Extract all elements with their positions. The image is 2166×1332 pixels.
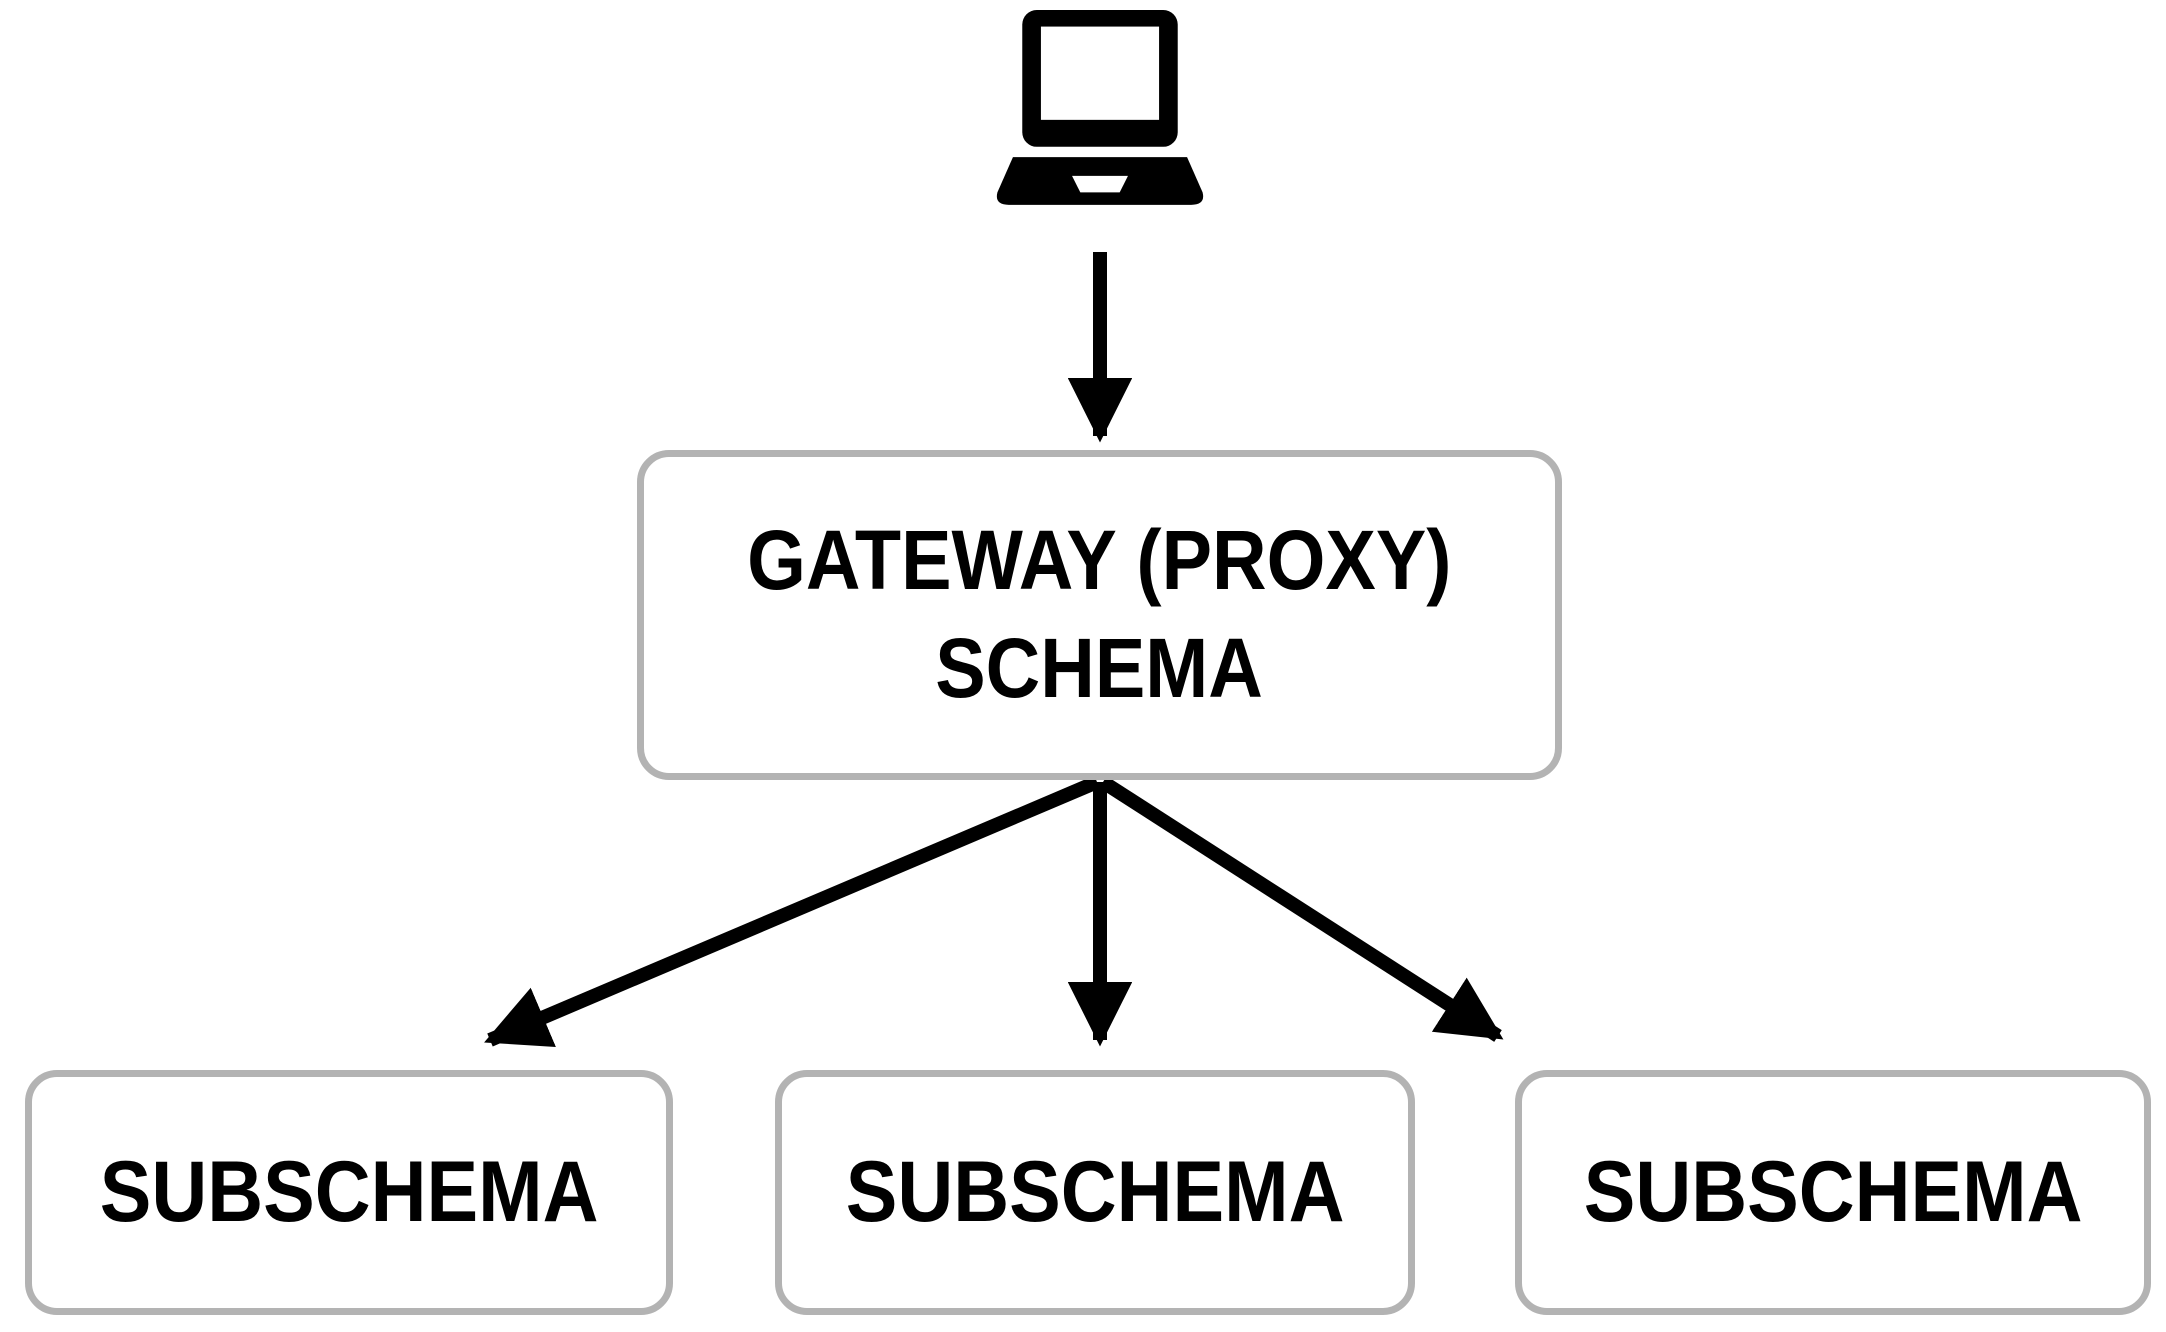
gateway-schema-node: GATEWAY (PROXY) SCHEMA xyxy=(637,450,1562,780)
laptop-screen xyxy=(1040,26,1160,120)
subschema-3-label: SUBSCHEMA xyxy=(1583,1144,2083,1241)
subschema-node-3: SUBSCHEMA xyxy=(1515,1070,2151,1315)
laptop-icon xyxy=(965,10,1235,238)
gateway-label-line2: SCHEMA xyxy=(935,621,1264,715)
subschema-2-label: SUBSCHEMA xyxy=(845,1144,1345,1241)
subschema-node-1: SUBSCHEMA xyxy=(25,1070,673,1315)
laptop-icon-svg xyxy=(996,10,1204,205)
gateway-label-line1: GATEWAY (PROXY) xyxy=(747,513,1452,608)
subschema-1-label: SUBSCHEMA xyxy=(99,1144,599,1241)
laptop-base-notch xyxy=(1072,175,1128,193)
arrow-gateway-to-subschema-3 xyxy=(1099,776,1504,1042)
subschema-node-2: SUBSCHEMA xyxy=(775,1070,1415,1315)
arrow-gateway-to-subschema-1 xyxy=(484,775,1100,1047)
